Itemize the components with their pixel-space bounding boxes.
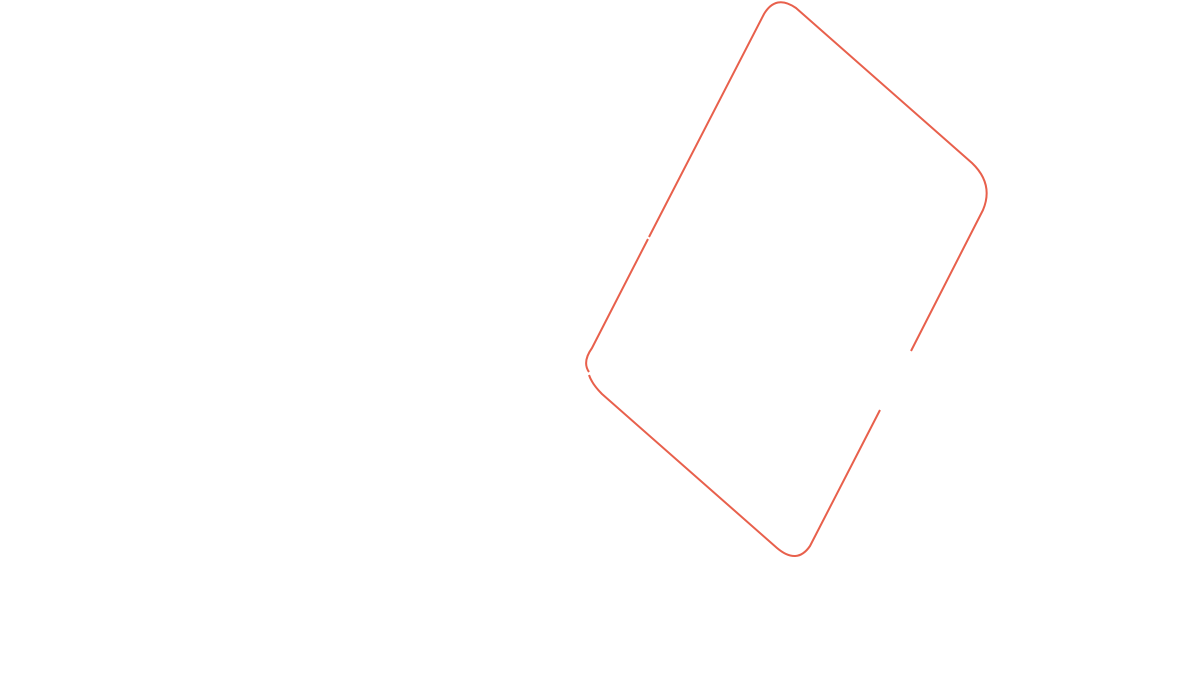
rounded-rectangle-outline [585, 1, 988, 557]
outline-segment-lower [588, 374, 881, 557]
outline-segment-upper [648, 1, 988, 352]
outline-segment-left [585, 238, 649, 373]
